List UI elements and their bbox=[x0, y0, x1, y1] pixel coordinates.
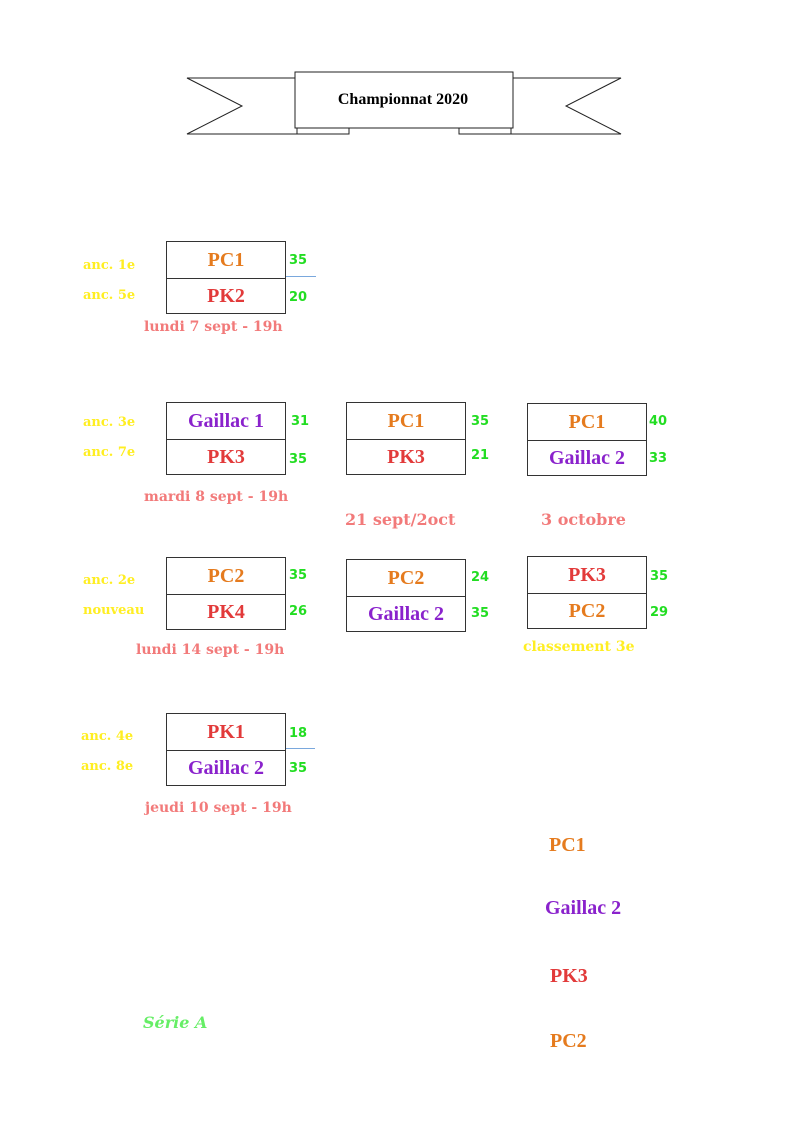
rank-label: anc. 5e bbox=[83, 288, 136, 303]
team-name: PC2 bbox=[568, 600, 606, 622]
team-name: PK3 bbox=[207, 446, 245, 468]
score: 35 bbox=[471, 606, 490, 621]
team-name: PC1 bbox=[347, 403, 465, 440]
rank-label: anc. 1e bbox=[83, 258, 136, 273]
team-name: PC1 bbox=[167, 242, 285, 279]
team-name: Gaillac 2 bbox=[548, 447, 626, 469]
serie-label: Série A bbox=[143, 1013, 208, 1032]
ranking-item: PC1 bbox=[549, 834, 586, 856]
match-box: Gaillac 1 PK3 bbox=[166, 402, 286, 475]
ranking-item: PK3 bbox=[550, 965, 588, 987]
team-name: Gaillac 1 bbox=[167, 403, 285, 440]
match-date: mardi 8 sept - 19h bbox=[144, 489, 289, 505]
score: 18 bbox=[289, 726, 308, 741]
match-box: PK3 PC2 bbox=[527, 556, 647, 629]
ranking-item: Gaillac 2 bbox=[545, 897, 622, 919]
round-date: 3 octobre bbox=[541, 510, 626, 529]
match-date: jeudi 10 sept - 19h bbox=[145, 800, 292, 816]
match-date: lundi 7 sept - 19h bbox=[144, 319, 283, 335]
match-box: PC1 Gaillac 2 bbox=[527, 403, 647, 476]
match-box: PC2 Gaillac 2 bbox=[346, 559, 466, 632]
score: 35 bbox=[289, 568, 308, 583]
rank-label: anc. 3e bbox=[83, 415, 136, 430]
team-name: PC2 bbox=[167, 558, 285, 595]
rank-label: anc. 7e bbox=[83, 445, 136, 460]
match-box: PC2 PK4 bbox=[166, 557, 286, 630]
score: 20 bbox=[289, 290, 308, 305]
score: 35 bbox=[650, 569, 669, 584]
score: 40 bbox=[649, 414, 668, 429]
score: 21 bbox=[471, 448, 490, 463]
match-box: PC1 PK2 bbox=[166, 241, 286, 314]
team-name: PK2 bbox=[207, 285, 245, 307]
score: 31 bbox=[291, 414, 310, 429]
match-box: PC1 PK3 bbox=[346, 402, 466, 475]
score: 24 bbox=[471, 570, 490, 585]
match-box: PK1 Gaillac 2 bbox=[166, 713, 286, 786]
score: 35 bbox=[471, 414, 490, 429]
banner-ribbon bbox=[186, 71, 622, 135]
third-place-label: classement 3e bbox=[523, 639, 635, 655]
team-name: Gaillac 2 bbox=[187, 757, 265, 779]
score: 35 bbox=[289, 452, 308, 467]
score: 35 bbox=[289, 761, 308, 776]
rank-label: nouveau bbox=[83, 603, 145, 618]
team-name: Gaillac 2 bbox=[367, 603, 445, 625]
rank-label: anc. 2e bbox=[83, 573, 136, 588]
rank-label: anc. 8e bbox=[81, 759, 134, 774]
team-name: PC2 bbox=[347, 560, 465, 597]
round-date: 21 sept/2oct bbox=[345, 510, 456, 529]
page-title: Championnat 2020 bbox=[337, 91, 469, 108]
score: 35 bbox=[289, 253, 308, 268]
team-name: PK1 bbox=[167, 714, 285, 751]
bracket-connector bbox=[286, 748, 315, 749]
rank-label: anc. 4e bbox=[81, 729, 134, 744]
team-name: PC1 bbox=[528, 404, 646, 441]
score: 26 bbox=[289, 604, 308, 619]
team-name: PK3 bbox=[387, 446, 425, 468]
score: 33 bbox=[649, 451, 668, 466]
score: 29 bbox=[650, 605, 669, 620]
bracket-connector bbox=[286, 276, 316, 277]
team-name: PK4 bbox=[207, 601, 245, 623]
team-name: PK3 bbox=[528, 557, 646, 594]
match-date: lundi 14 sept - 19h bbox=[136, 642, 285, 658]
ranking-item: PC2 bbox=[550, 1030, 587, 1052]
